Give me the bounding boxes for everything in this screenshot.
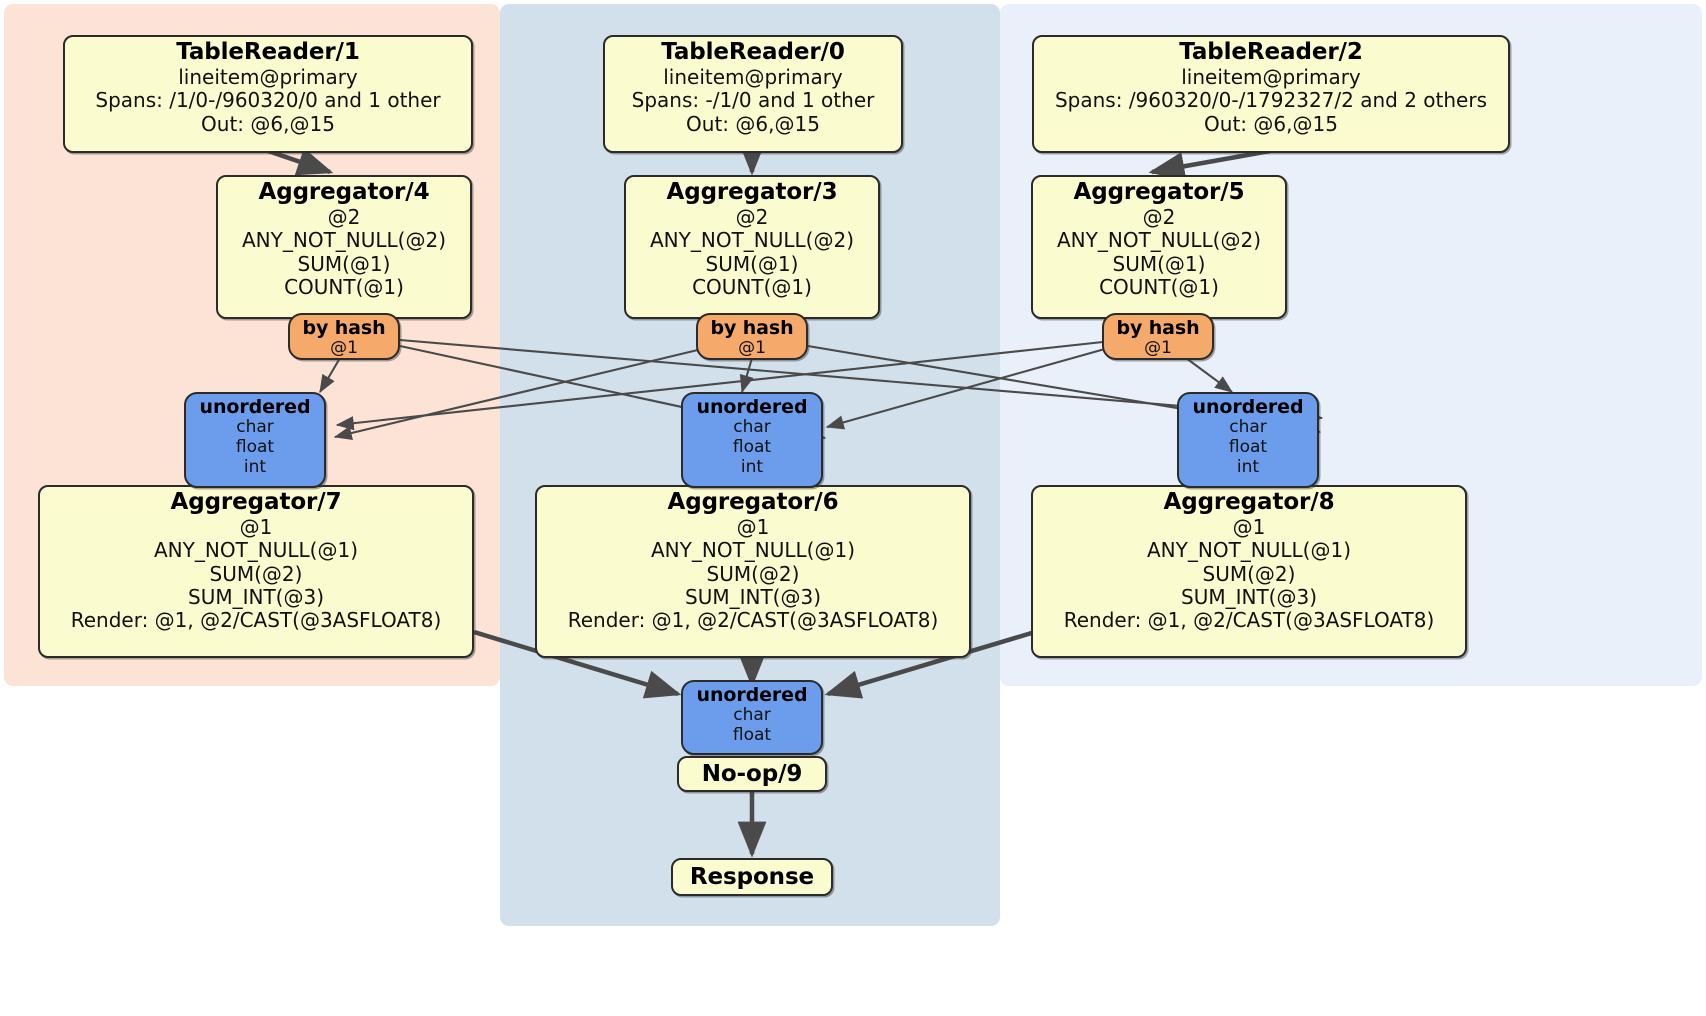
box-line: @1 — [736, 514, 770, 539]
box-hash-router-left[interactable]: by hash @1 — [288, 313, 400, 360]
box-aggregator-7[interactable]: Aggregator/7 @1 ANY_NOT_NULL(@1) SUM(@2)… — [38, 485, 474, 658]
box-line: char — [236, 417, 274, 438]
box-synchronizer-center[interactable]: unordered char float int — [681, 392, 823, 488]
box-line: SUM(@1) — [705, 251, 799, 276]
box-line: ANY_NOT_NULL(@2) — [650, 228, 854, 253]
box-title: Aggregator/4 — [258, 179, 430, 205]
box-title: Aggregator/5 — [1073, 179, 1245, 205]
box-title: TableReader/2 — [1179, 39, 1363, 65]
box-title: unordered — [1192, 396, 1304, 418]
box-title: TableReader/1 — [176, 39, 360, 65]
box-line: SUM_INT(@3) — [685, 585, 821, 610]
box-line: SUM(@2) — [209, 561, 303, 586]
box-line: Spans: -/1/0 and 1 other — [631, 88, 875, 113]
box-line: int — [740, 456, 764, 477]
box-aggregator-3[interactable]: Aggregator/3 @2 ANY_NOT_NULL(@2) SUM(@1)… — [624, 175, 880, 319]
box-title: TableReader/0 — [661, 39, 845, 65]
box-title: by hash — [710, 317, 794, 339]
box-title: Aggregator/3 — [666, 179, 838, 205]
box-line: float — [235, 437, 275, 458]
box-line: SUM_INT(@3) — [1181, 585, 1317, 610]
box-line: float — [1228, 437, 1268, 458]
box-noop-9[interactable]: No-op/9 — [677, 756, 827, 792]
box-aggregator-4[interactable]: Aggregator/4 @2 ANY_NOT_NULL(@2) SUM(@1)… — [216, 175, 472, 319]
box-line: @1 — [239, 514, 273, 539]
box-title: Aggregator/8 — [1163, 489, 1335, 515]
box-line: Out: @6,@15 — [686, 111, 820, 136]
box-line: ANY_NOT_NULL(@2) — [242, 228, 446, 253]
box-tablereader-1[interactable]: TableReader/1 lineitem@primary Spans: /1… — [63, 35, 473, 153]
box-tablereader-0[interactable]: TableReader/0 lineitem@primary Spans: -/… — [603, 35, 903, 153]
box-tablereader-2[interactable]: TableReader/2 lineitem@primary Spans: /9… — [1032, 35, 1510, 153]
box-line: @1 — [330, 338, 358, 359]
box-synchronizer-right[interactable]: unordered char float int — [1177, 392, 1319, 488]
box-line: Render: @1, @2/CAST(@3ASFLOAT8) — [70, 608, 442, 633]
box-line: SUM(@2) — [1202, 561, 1296, 586]
box-response[interactable]: Response — [671, 858, 833, 896]
box-title: by hash — [1116, 317, 1200, 339]
box-title: unordered — [199, 396, 311, 418]
box-line: ANY_NOT_NULL(@1) — [154, 538, 358, 563]
box-hash-router-right[interactable]: by hash @1 — [1102, 313, 1214, 360]
box-line: char — [1229, 417, 1267, 438]
box-line: COUNT(@1) — [1099, 275, 1219, 300]
box-title: No-op/9 — [701, 760, 803, 787]
box-line: float — [732, 725, 772, 746]
box-line: SUM_INT(@3) — [188, 585, 324, 610]
box-line: lineitem@primary — [1181, 64, 1361, 89]
box-aggregator-5[interactable]: Aggregator/5 @2 ANY_NOT_NULL(@2) SUM(@1)… — [1031, 175, 1287, 319]
box-line: COUNT(@1) — [284, 275, 404, 300]
box-line: char — [733, 705, 771, 726]
box-line: @1 — [1144, 338, 1172, 359]
box-title: Aggregator/6 — [667, 489, 839, 515]
box-line: COUNT(@1) — [692, 275, 812, 300]
box-line: @1 — [738, 338, 766, 359]
box-line: Render: @1, @2/CAST(@3ASFLOAT8) — [567, 608, 939, 633]
box-line: @2 — [1142, 204, 1176, 229]
box-line: lineitem@primary — [663, 64, 843, 89]
box-aggregator-6[interactable]: Aggregator/6 @1 ANY_NOT_NULL(@1) SUM(@2)… — [535, 485, 971, 658]
box-title: Aggregator/7 — [170, 489, 342, 515]
box-line: SUM(@1) — [297, 251, 391, 276]
box-line: ANY_NOT_NULL(@2) — [1057, 228, 1261, 253]
box-title: Response — [689, 863, 815, 890]
box-line: char — [733, 417, 771, 438]
box-title: unordered — [696, 684, 808, 706]
box-synchronizer-left[interactable]: unordered char float int — [184, 392, 326, 488]
box-line: float — [732, 437, 772, 458]
box-line: Render: @1, @2/CAST(@3ASFLOAT8) — [1063, 608, 1435, 633]
box-line: SUM(@2) — [706, 561, 800, 586]
box-hash-router-center[interactable]: by hash @1 — [696, 313, 808, 360]
box-line: int — [1236, 456, 1260, 477]
box-line: lineitem@primary — [178, 64, 358, 89]
box-line: Out: @6,@15 — [1204, 111, 1338, 136]
box-title: unordered — [696, 396, 808, 418]
box-aggregator-8[interactable]: Aggregator/8 @1 ANY_NOT_NULL(@1) SUM(@2)… — [1031, 485, 1467, 658]
box-line: @2 — [735, 204, 769, 229]
box-line: @1 — [1232, 514, 1266, 539]
box-line: @2 — [327, 204, 361, 229]
box-line: Spans: /1/0-/960320/0 and 1 other — [95, 88, 441, 113]
box-line: SUM(@1) — [1112, 251, 1206, 276]
box-line: int — [243, 456, 267, 477]
box-line: Out: @6,@15 — [201, 111, 335, 136]
box-line: ANY_NOT_NULL(@1) — [1147, 538, 1351, 563]
box-line: Spans: /960320/0-/1792327/2 and 2 others — [1054, 88, 1487, 113]
box-synchronizer-final[interactable]: unordered char float — [681, 680, 823, 755]
box-line: ANY_NOT_NULL(@1) — [651, 538, 855, 563]
box-title: by hash — [302, 317, 386, 339]
